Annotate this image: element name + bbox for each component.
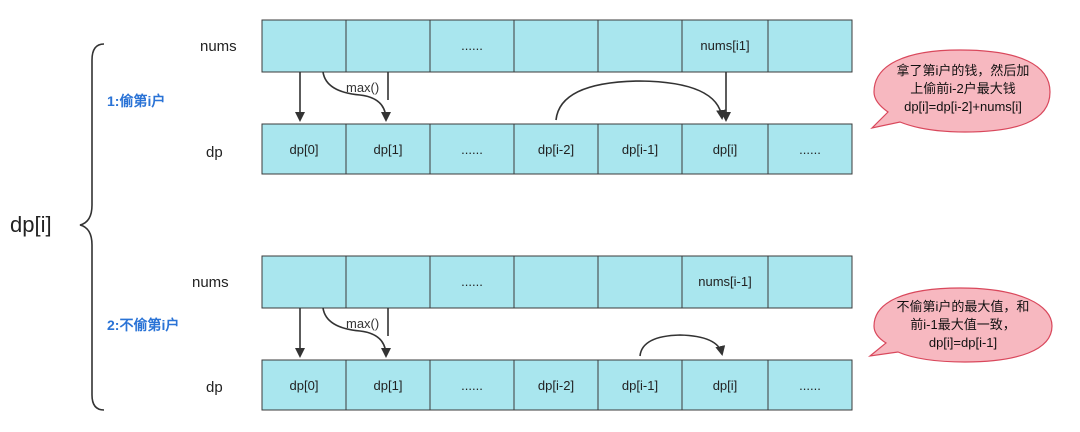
dp-row-label: dp — [206, 379, 223, 396]
dp-cell: dp[i-1] — [622, 378, 658, 393]
nums-array: ...... nums[i1] — [261, 19, 853, 73]
bubble-text: 上偷前i-2户最大钱 — [910, 81, 1015, 96]
dp-array: dp[0] dp[1] ...... dp[i-2] dp[i-1] dp[i]… — [261, 123, 853, 175]
arrow — [322, 71, 391, 122]
dp-cell: dp[1] — [374, 378, 403, 393]
bubble-text: 拿了第i户的钱，然后加 — [897, 63, 1030, 78]
dp-row-label: dp — [206, 144, 223, 161]
dp-cell: dp[i-2] — [538, 378, 574, 393]
dp-cell: dp[i-1] — [622, 142, 658, 157]
bubble-text: 前i-1最大值一致， — [910, 317, 1015, 332]
dp-cell: dp[i-2] — [538, 142, 574, 157]
bubble-text: dp[i]=dp[i-1] — [929, 335, 997, 350]
case-1: 1:偷第i户 nums dp ...... nums[i1] dp[0] dp[… — [107, 19, 1051, 175]
dp-cell: ...... — [461, 142, 483, 157]
dp-cell: dp[0] — [290, 378, 319, 393]
dp-cell: ...... — [799, 142, 821, 157]
bubble-text: 不偷第i户的最大值，和 — [897, 299, 1030, 314]
nums-cell: ...... — [461, 274, 483, 289]
arrow — [639, 334, 726, 357]
dp-cell: dp[1] — [374, 142, 403, 157]
nums-array: ...... nums[i-1] — [261, 255, 853, 309]
main-label: dp[i] — [10, 212, 52, 237]
arrow — [555, 80, 727, 121]
dp-cell: ...... — [461, 378, 483, 393]
nums-cell: ...... — [461, 38, 483, 53]
case-label: 1:偷第i户 — [107, 93, 165, 109]
left-brace — [79, 43, 105, 411]
nums-cell: nums[i1] — [700, 38, 749, 53]
dp-cell: dp[0] — [290, 142, 319, 157]
speech-bubble: 不偷第i户的最大值，和 前i-1最大值一致， dp[i]=dp[i-1] — [867, 287, 1053, 363]
dp-cell: dp[i] — [713, 142, 738, 157]
nums-row-label: nums — [192, 274, 229, 291]
speech-bubble: 拿了第i户的钱，然后加 上偷前i-2户最大钱 dp[i]=dp[i-2]+num… — [870, 49, 1051, 133]
arrow — [322, 307, 391, 358]
case-2: 2:不偷第i户 nums dp ...... nums[i-1] dp[0] d… — [107, 255, 1053, 411]
max-label: max() — [346, 316, 379, 331]
nums-cell: nums[i-1] — [698, 274, 751, 289]
nums-row-label: nums — [200, 38, 237, 55]
dp-array: dp[0] dp[1] ...... dp[i-2] dp[i-1] dp[i]… — [261, 359, 853, 411]
case-label: 2:不偷第i户 — [107, 317, 179, 333]
dp-cell: dp[i] — [713, 378, 738, 393]
bubble-text: dp[i]=dp[i-2]+nums[i] — [904, 99, 1022, 114]
max-label: max() — [346, 80, 379, 95]
dp-cell: ...... — [799, 378, 821, 393]
